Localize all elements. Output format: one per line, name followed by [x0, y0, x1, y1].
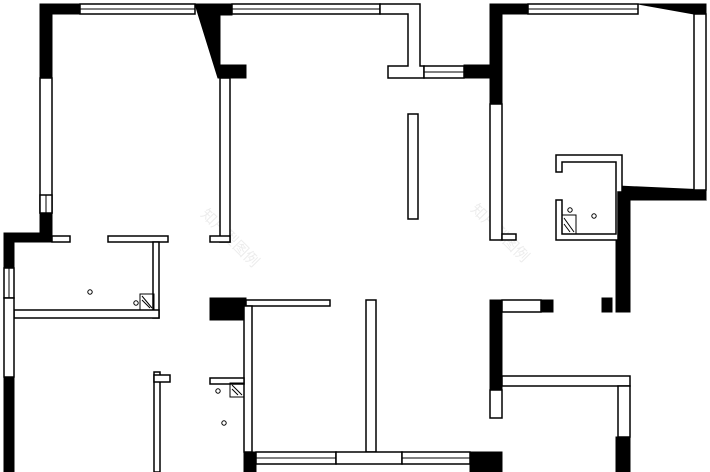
wall-outline: [107, 235, 169, 243]
floor-drain-icon: [591, 213, 597, 219]
toilet-fixtures: [139, 214, 577, 398]
floor-drain-icon: [215, 388, 221, 394]
wall-outline: [13, 309, 160, 319]
wall-corner: [3, 376, 15, 472]
wall-corner: [601, 297, 613, 313]
window-glazing: [8, 8, 638, 459]
wall-outline: [245, 299, 331, 307]
toilet-icon: [561, 214, 577, 235]
wall-corner: [615, 185, 707, 313]
floor-drain-icon: [133, 300, 139, 306]
toilet-icon: [229, 382, 245, 398]
floor-drains: [87, 207, 597, 426]
wall-outline: [153, 371, 161, 472]
wall-corner: [39, 3, 81, 79]
wall-corner: [489, 299, 503, 391]
wall-corner: [463, 64, 503, 79]
wall-corner: [194, 3, 247, 79]
wall-outline: [489, 389, 503, 419]
wall-outline: [219, 77, 231, 243]
floor-drain-icon: [221, 420, 227, 426]
wall-corner: [243, 451, 257, 472]
toilet-icon: [231, 384, 243, 396]
wall-outline: [501, 375, 631, 387]
wall-outline: [335, 451, 403, 465]
toilet-icon: [563, 217, 575, 233]
wall-corner: [489, 3, 529, 105]
outline-layer: [3, 3, 707, 472]
wall-outline: [407, 113, 419, 220]
bathroom-wall: [555, 154, 623, 241]
wall-corner: [540, 299, 554, 313]
wall-outline: [209, 235, 231, 243]
toilet-icon: [139, 293, 155, 311]
wall-outline: [693, 13, 707, 191]
wall-corner: [3, 232, 53, 269]
wall-outline: [617, 385, 631, 438]
toilet-icon: [141, 295, 153, 309]
wall-outline: [501, 233, 517, 241]
wall-corner: [39, 212, 53, 237]
wall-outline: [243, 305, 253, 453]
wall-outline: [365, 299, 377, 453]
wall-corner: [209, 297, 247, 321]
wall-outline: [39, 77, 53, 214]
wall-outline: [51, 235, 71, 243]
wall-outline: [489, 103, 503, 241]
floor-drain-icon: [567, 207, 573, 213]
floor-drain-icon: [87, 289, 93, 295]
wall-outline: [501, 299, 542, 313]
wall-outline: [153, 374, 171, 383]
wall-corner: [615, 436, 631, 472]
wall-outline: [379, 3, 425, 79]
wall-corner: [469, 451, 503, 472]
wall-outline: [209, 377, 245, 385]
wall-outline: [3, 297, 15, 378]
